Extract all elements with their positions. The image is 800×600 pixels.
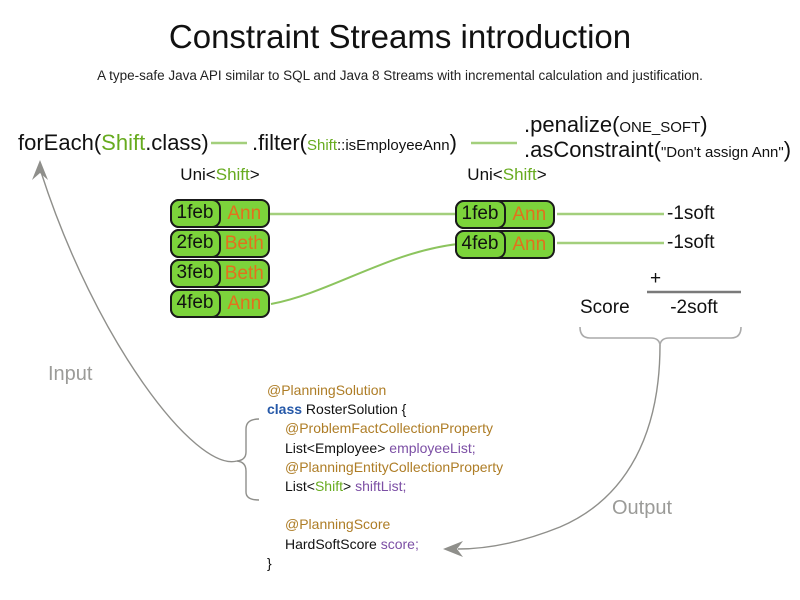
score-total: -2soft [670,297,718,318]
shift-type: Shift [101,130,146,155]
connector-4feb-curve [270,243,459,305]
filtered-stream-label: Uni<Shift> [467,165,547,184]
penalty-value: -1soft [667,232,715,253]
output-flow-curve [457,344,661,550]
shift-row: 1feb Ann [169,198,270,228]
shift-employee: Ann [227,292,262,314]
arrow-up-icon [32,160,48,180]
shift-employee: Beth [224,262,264,284]
arrow-left-icon [443,541,463,557]
shift-row: 3feb Beth [169,258,270,288]
shift-employee: Ann [227,202,262,224]
penalty-value: -1soft [667,203,715,224]
shift-row: 1feb Ann [454,199,555,229]
code-line: List<Employee> employeeList; [285,439,476,456]
code-line: @PlanningSolution [267,382,387,398]
shift-date: 4feb [169,288,221,318]
output-label: Output [612,497,673,519]
shift-date: 1feb [169,198,221,228]
shift-row: 4feb Ann [454,229,555,259]
input-label: Input [48,363,93,385]
input-brace [236,418,260,501]
code-line: @ProblemFactCollectionProperty [285,420,493,437]
shift-date: 3feb [169,258,221,288]
score-label: Score [580,297,630,318]
shift-employee: Beth [224,232,264,254]
code-line: List<Shift> shiftList; [285,478,407,495]
foreach-expression: forEach(Shift.class) [18,130,209,155]
shift-type: Shift [307,137,338,154]
shift-date: 1feb [454,199,506,229]
code-line: @PlanningScore [285,516,391,533]
input-flow-curve [40,171,238,463]
shift-row: 2feb Beth [169,228,270,258]
roster-solution-code: @PlanningSolution class RosterSolution {… [267,381,503,573]
shift-date: 4feb [454,229,506,259]
page-title: Constraint Streams introduction [168,18,632,55]
asconstraint-expression: .asConstraint("Don't assign Ann") [524,137,792,162]
shift-employee: Ann [512,203,547,225]
score-underbrace [579,326,742,346]
code-line: class RosterSolution { [267,401,407,418]
page-subtitle: A type-safe Java API similar to SQL and … [97,68,703,83]
shift-date: 2feb [169,228,221,258]
code-line: } [267,554,272,571]
code-line: @PlanningEntityCollectionProperty [285,458,504,475]
code-blank-line [267,496,503,515]
plus-sign: + [650,268,662,289]
shift-row: 4feb Ann [169,288,270,318]
shift-employee: Ann [512,233,547,255]
filter-expression: .filter(Shift::isEmployeeAnn) [252,130,457,155]
penalize-expression: .penalize(ONE_SOFT) [524,112,708,137]
code-line: HardSoftScore score; [285,535,419,552]
input-stream-label: Uni<Shift> [180,165,260,184]
